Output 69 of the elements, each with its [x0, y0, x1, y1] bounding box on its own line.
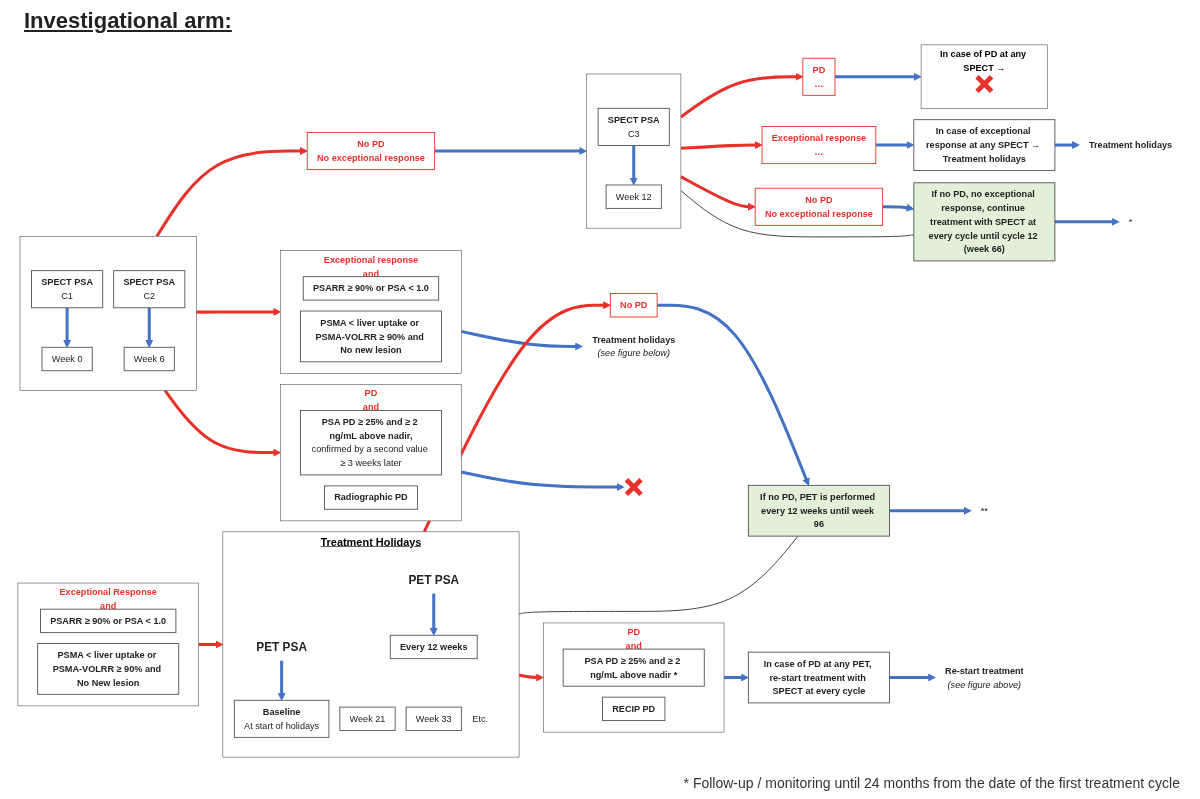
- arrow: [629, 145, 638, 186]
- node-text: Treatment holidays (see figure below): [592, 333, 676, 359]
- connector: [680, 190, 915, 238]
- arrow: [63, 307, 72, 348]
- node-box: PSARR ≥ 90% or PSA < 1.0: [40, 608, 177, 634]
- node-box: Every 12 weeks: [389, 634, 478, 660]
- node-box: In case of PD at any PET, re-start treatment with SPECT at every cycle: [748, 651, 891, 704]
- node-text: PET PSA: [256, 639, 308, 654]
- node-box: SPECT PSA C3: [597, 107, 670, 146]
- node-text: Re-start treatment (see figure above): [945, 665, 1024, 690]
- arrow: [1055, 141, 1081, 149]
- arrow: [882, 203, 915, 212]
- cross-mark: [974, 74, 995, 94]
- node-box: Week 6: [123, 346, 175, 372]
- node-box: PSARR ≥ 90% or PSA < 1.0: [302, 276, 440, 301]
- node-box: Week 21: [339, 706, 396, 731]
- arrow: [875, 141, 915, 149]
- arrow: [196, 308, 282, 316]
- arrow: [724, 673, 750, 682]
- arrow: [434, 147, 588, 156]
- node-box: Exceptional response …: [761, 126, 877, 165]
- node-box: In case of exceptional response at any SPECT → Treatment holidays: [913, 119, 1056, 171]
- node-box: If no PD, no exceptional response, continue treatment with SPECT at every cycle until cycle 12 (week 66): [913, 182, 1056, 262]
- node-box: No PD No exceptional response: [754, 187, 884, 226]
- cross-mark: [624, 477, 644, 497]
- node-label: Etc.: [472, 713, 489, 724]
- arrow: [518, 673, 545, 682]
- node-box: PSA PD ≥ 25% and ≥ 2 ng/mL above nadir *: [562, 648, 705, 687]
- node-box: SPECT PSA C1: [31, 270, 104, 309]
- node-box: Week 33: [405, 706, 462, 731]
- arrow: [461, 470, 625, 492]
- arrow: [145, 307, 154, 348]
- arrow: [680, 72, 804, 119]
- diagram-title: Investigational arm:: [24, 8, 232, 34]
- connector: [518, 535, 799, 615]
- arrow: [680, 175, 757, 211]
- node-box: If no PD, PET is performed every 12 weeks until week 96: [748, 484, 891, 537]
- node-box: No PD No exceptional response: [306, 132, 436, 171]
- node-box: SPECT PSA C2: [113, 270, 186, 309]
- node-text: Treatment holidays: [1089, 139, 1173, 150]
- arrow: [889, 506, 972, 515]
- node-box: No PD: [610, 293, 658, 318]
- cluster: In case of PD at any SPECT →: [920, 44, 1049, 110]
- arrow: [277, 660, 286, 701]
- arrow: [1055, 217, 1120, 226]
- footnote: * Follow-up / monitoring until 24 months from the date of the first treatment cycle: [683, 775, 1180, 791]
- arrow: [889, 673, 937, 682]
- arrow: [163, 389, 282, 457]
- node-box: RECIP PD: [602, 696, 666, 721]
- arrow: [835, 72, 922, 81]
- arrow: [657, 303, 810, 486]
- cluster: [19, 236, 197, 391]
- node-box: PSA PD ≥ 25% and ≥ 2 ng/mL above nadir, confirmed by a second value ≥ 3 weeks later: [300, 410, 443, 476]
- node-text: PET PSA: [408, 572, 460, 587]
- arrow: [155, 147, 309, 238]
- node-box: Week 12: [605, 184, 662, 209]
- arrow: [429, 593, 438, 636]
- cluster: [586, 73, 682, 229]
- arrow: [461, 329, 584, 351]
- arrow: [680, 141, 763, 150]
- node-box: PSMA < liver uptake or PSMA-VOLRR ≥ 90% and No New lesion: [37, 643, 180, 695]
- node-text: **: [980, 505, 989, 516]
- node-box: Week 0: [41, 346, 93, 372]
- node-text: *: [1128, 216, 1133, 227]
- arrow: [198, 640, 224, 649]
- node-box: PSMA < liver uptake or PSMA-VOLRR ≥ 90% and No new lesion: [300, 310, 443, 363]
- node-box: PD …: [802, 57, 836, 96]
- node-box: Baseline At start of holidays: [234, 699, 330, 738]
- node-box: Radiographic PD: [324, 485, 419, 510]
